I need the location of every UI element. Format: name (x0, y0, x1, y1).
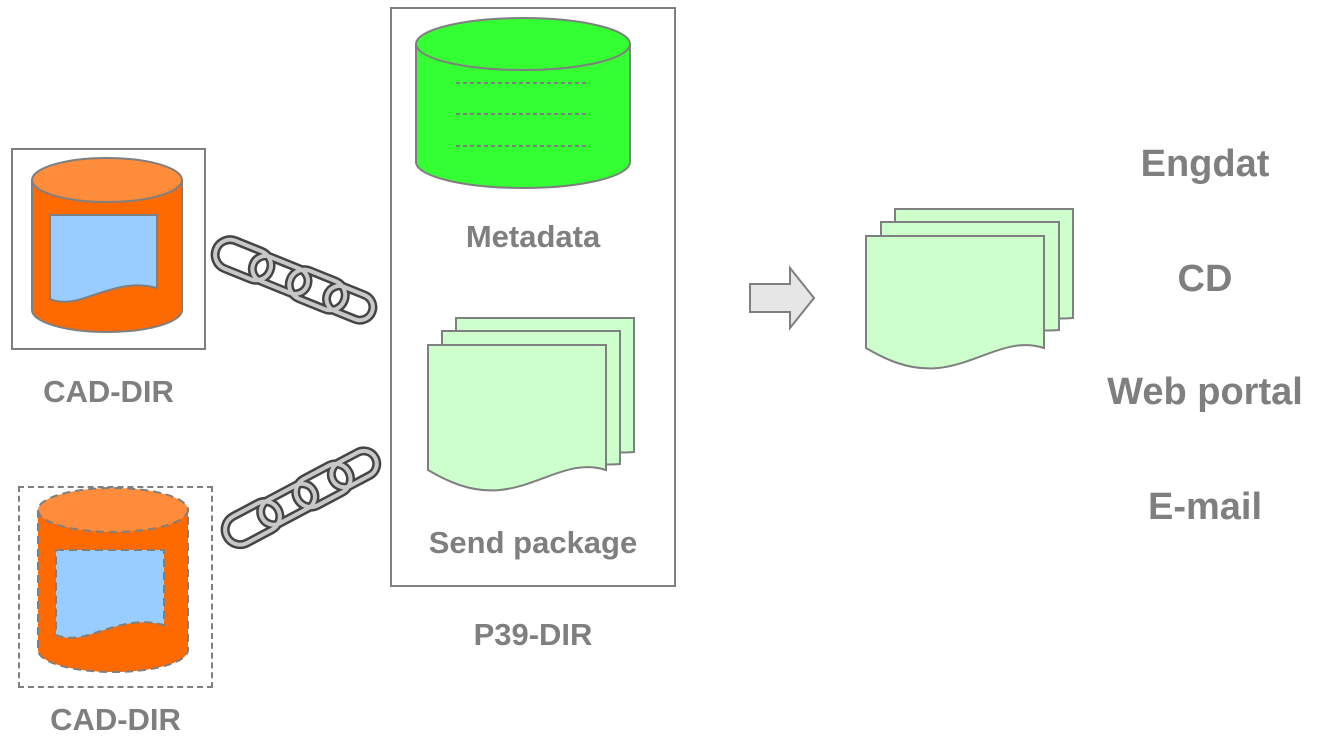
channel-web-portal: Web portal (1107, 371, 1303, 413)
p39-dir-label: P39-DIR (473, 617, 593, 652)
channel-email: E-mail (1147, 486, 1263, 528)
cad-dir-1-frame (11, 148, 206, 350)
channel-cd: CD (1177, 258, 1233, 300)
cad-dir-2-label: CAD-DIR (50, 702, 181, 737)
metadata-label: Metadata (465, 219, 601, 254)
send-package-label: Send package (428, 525, 638, 560)
channel-engdat: Engdat (1140, 143, 1270, 185)
cad-dir-1-label: CAD-DIR (43, 374, 174, 409)
p39-dir-frame (390, 7, 676, 587)
cad-dir-2-frame (18, 486, 213, 688)
